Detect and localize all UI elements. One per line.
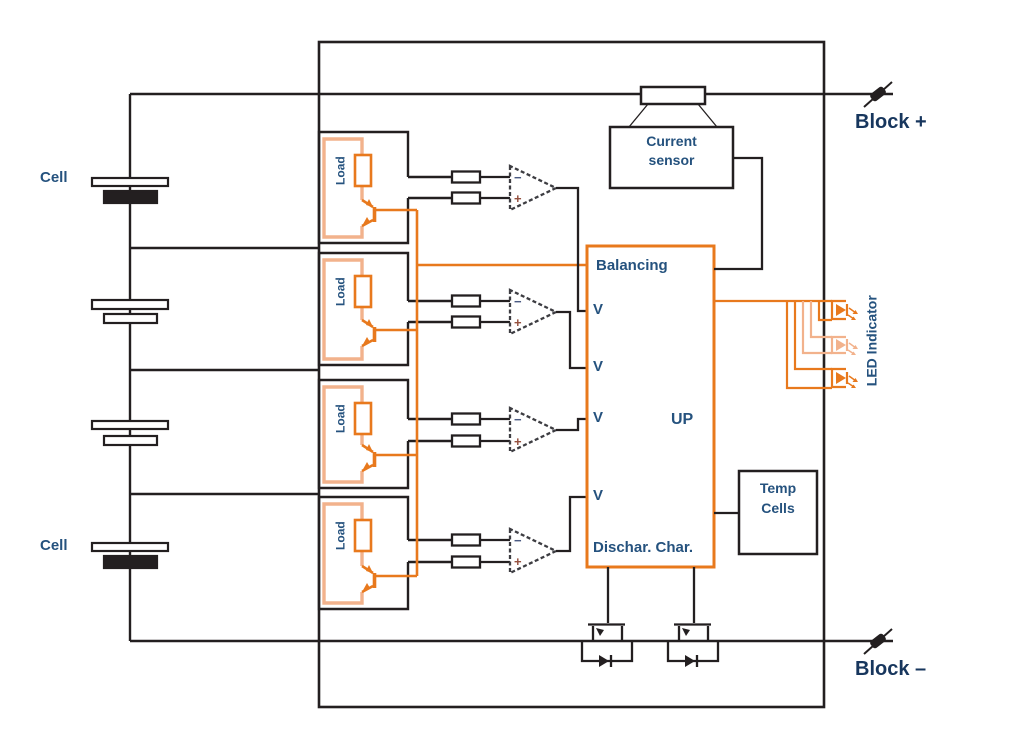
sense-network [450,170,510,569]
cell1-plate-thick-icon [102,189,159,205]
load1-label: Load [333,156,348,185]
opamp2-icon [508,288,559,336]
opamp4-plus-sign: + [514,554,522,569]
current-sensor-label-line2: sensor [648,152,695,168]
cell4-plate-thick-icon [102,554,159,570]
opamp3-icon [508,406,559,454]
load1-resistor-icon [353,153,373,188]
cell4-plate-long-icon [90,541,170,553]
led2-icon [830,335,858,355]
sense-resistor-icon [450,315,482,329]
opamp1-icon [508,164,559,212]
opamp2-plus-sign: + [514,315,522,330]
load4-frame [317,495,410,611]
opamp2-minus-sign: − [514,294,522,309]
opamp3-minus-sign: − [514,412,522,427]
cell2-plate-short-icon [102,312,159,325]
block-minus-terminal-icon [863,628,893,655]
sense-resistor-icon [450,170,482,184]
opamp1-plus-sign: + [514,191,522,206]
mosfet-switches [580,567,720,667]
current-sensor-label-line1: Current [646,133,697,149]
sense-resistor-icon [450,412,482,426]
sense-resistor-icon [450,191,482,205]
current-sensor-group [608,85,764,271]
balancing-loads [353,153,377,594]
sense-resistor-icon [450,294,482,308]
v-pin-label-3: V [593,409,604,426]
sense-resistor-icon [450,555,482,569]
temp-cells-label-line2: Cells [761,500,795,516]
sense-resistor-icon [450,533,482,547]
load1-frame [317,130,410,245]
load4-resistor-icon [353,518,373,553]
load2-resistor-icon [353,274,373,309]
module-outline-box [317,40,826,709]
opamp-output-wires [556,186,587,553]
cell-label-top: Cell [40,169,68,186]
sense-resistor-icon [450,434,482,448]
load-frames [317,130,452,611]
block-minus-label: Block – [855,658,927,680]
cell3-plate-long-icon [90,419,170,431]
load-internal-wiring [322,137,364,605]
opamp1-minus-sign: − [514,170,522,185]
v-pin-label-1: V [593,301,604,318]
load2-frame [317,251,410,367]
up-label: UP [671,411,694,428]
cell-symbols [90,176,170,570]
load2-label: Load [333,277,348,306]
load3-label: Load [333,404,348,433]
led-network [714,299,858,390]
load4-label: Load [333,521,348,550]
block-plus-terminal-icon [863,81,893,108]
mosfet2-icon [666,623,720,667]
mosfet1-icon [580,623,634,667]
shunt-resistor-icon [639,85,707,106]
opamp4-minus-sign: − [514,533,522,548]
current-sensor-box [608,125,735,190]
led3-icon [830,367,858,389]
microcontroller-box [585,244,716,569]
temp-cells-group [714,469,819,556]
opamp3-plus-sign: + [514,434,522,449]
block-plus-label: Block + [855,111,927,133]
opamp4-icon [508,527,559,575]
dischar-char-label: Dischar. Char. [593,539,694,556]
v-pin-label-2: V [593,358,604,375]
load3-resistor-icon [353,401,373,436]
current-sensor-wire [714,156,764,271]
balancing-bus [375,208,587,578]
temp-cells-box [737,469,819,556]
v-pin-label-4: V [593,487,604,504]
opamps [508,164,559,575]
led-indicator-label: LED Indicator [863,295,880,387]
temp-cells-label-line1: Temp [759,480,797,496]
led1-icon [830,299,858,321]
cell-label-bottom: Cell [40,537,68,554]
cell3-plate-short-icon [102,434,159,447]
load3-frame [317,378,410,490]
cell1-plate-long-icon [90,176,170,188]
balancing-pin-label: Balancing [596,257,668,274]
cell2-plate-long-icon [90,298,170,311]
